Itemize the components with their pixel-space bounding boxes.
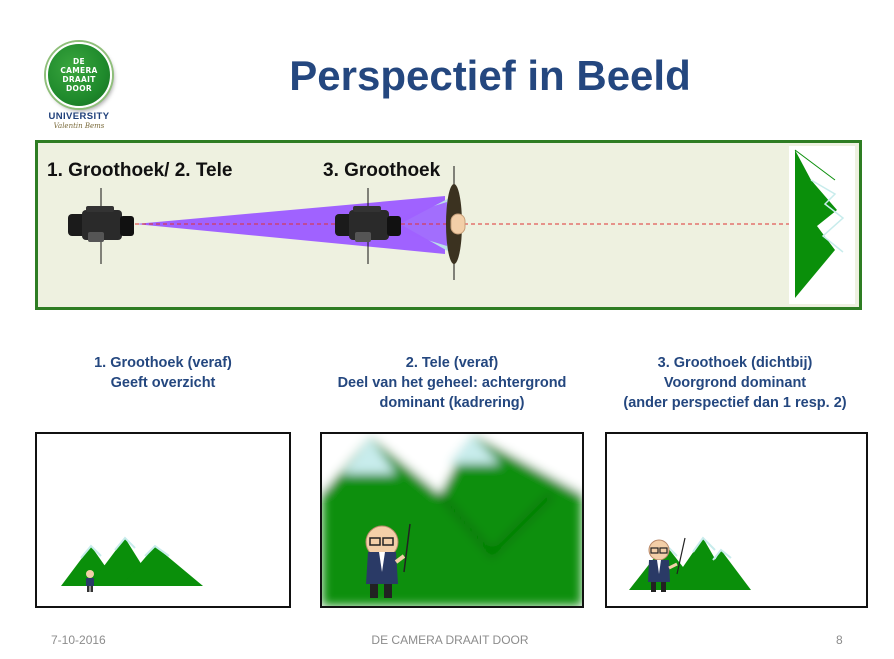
mountains [629,536,751,590]
logo-signature: Valentin Bems [53,122,105,130]
mountain-side-view [789,146,855,304]
caption-line: Voorgrond dominant [663,375,807,391]
logo-text-line: CAMERA [60,66,98,75]
caption-line: 1. Groothoek (veraf) [94,355,232,371]
mountains [61,536,203,586]
label-wide-tele: 1. Groothoek/ 2. Tele [47,160,232,181]
frame-wide-far [35,432,291,608]
frame-tele-far [320,432,584,608]
footer-title: DE CAMERA DRAAIT DOOR [371,633,529,647]
logo-university: UNIVERSITY [48,111,110,122]
caption-line: dominant (kadrering) [379,395,525,411]
caption-line: 2. Tele (veraf) [405,355,499,371]
logo: DE CAMERA DRAAIT DOOR UNIVERSITY Valenti… [36,38,126,133]
caption-line: (ander perspectief dan 1 resp. 2) [623,395,847,411]
camera-diagram: 1. Groothoek/ 2. Tele 3. Groothoek [35,140,862,310]
caption-tele-far: 2. Tele (veraf) Deel van het geheel: ach… [320,353,584,413]
caption-line: Geeft overzicht [110,375,216,391]
camera-icon [335,188,401,264]
person-top-view-icon [446,166,466,280]
caption-wide-close: 3. Groothoek (dichtbij) Voorgrond domina… [600,353,870,413]
presenter-figure [86,570,94,592]
logo-text-line: DOOR [66,84,92,93]
label-close-wide: 3. Groothoek [323,160,441,181]
caption-line: Deel van het geheel: achtergrond [337,375,567,391]
page-number: 8 [836,633,843,647]
logo-text-line: DRAAIT [62,75,96,84]
presenter-figure [365,523,411,598]
camera-icon [68,188,134,264]
presenter-figure [648,537,686,592]
page-title: Perspectief in Beeld [289,52,691,99]
logo-text-line: DE [73,57,85,66]
logo-circle: DE CAMERA DRAAIT DOOR [46,42,112,108]
mountains-blurred [322,434,582,606]
footer-date: 7-10-2016 [51,633,106,647]
caption-line: 3. Groothoek (dichtbij) [657,355,813,371]
caption-wide-far: 1. Groothoek (veraf) Geeft overzicht [35,353,291,393]
frame-wide-close [605,432,868,608]
